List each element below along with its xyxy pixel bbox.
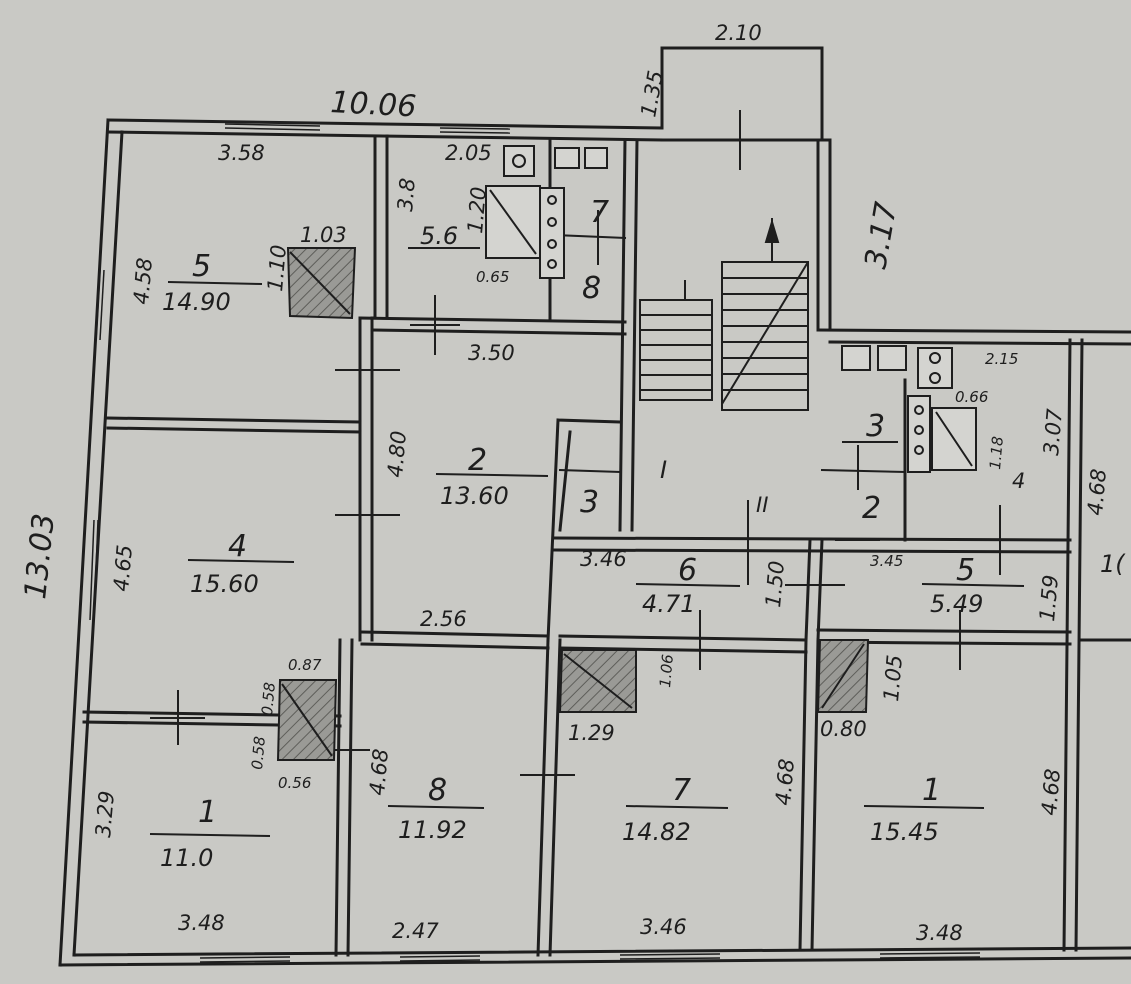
wc-number: 8 bbox=[582, 271, 601, 306]
chimney7-a: 1.29 bbox=[568, 721, 615, 745]
room5-number: 5 bbox=[192, 249, 211, 284]
room1-width: 3.48 bbox=[178, 911, 225, 935]
room6-area: 4.71 bbox=[642, 590, 695, 618]
room5r-number: 5 bbox=[956, 553, 975, 588]
chimney1-a: 0.80 bbox=[820, 717, 867, 741]
bath2-number: 2 bbox=[862, 491, 881, 526]
room5r-depth: 1.59 bbox=[1035, 574, 1063, 623]
room2-depth: 4.80 bbox=[383, 430, 411, 479]
room8-number: 8 bbox=[428, 773, 447, 808]
chimney-mid-d: 0.58 bbox=[248, 736, 269, 771]
room2-bottom-width: 2.56 bbox=[420, 607, 467, 631]
room1r-number: 1 bbox=[922, 773, 941, 808]
room1r-area: 15.45 bbox=[870, 818, 939, 846]
room5-area: 14.90 bbox=[162, 288, 231, 316]
door-marks bbox=[150, 110, 1001, 776]
overall-width: 10.06 bbox=[330, 85, 418, 124]
stair-label-1: I bbox=[660, 456, 667, 484]
wc4-b: 1.18 bbox=[986, 436, 1007, 471]
room1r-depth: 4.68 bbox=[1037, 768, 1065, 817]
bath-number: 7 bbox=[590, 195, 609, 230]
room2-width: 3.50 bbox=[468, 341, 515, 365]
edge-room: 1( bbox=[1100, 550, 1126, 578]
kitchen-unit-b: 0.65 bbox=[476, 268, 509, 286]
edge-dim: 4.68 bbox=[1083, 468, 1111, 517]
chimneys bbox=[276, 247, 870, 761]
staircase bbox=[639, 218, 809, 411]
kitchen3-width: 2.15 bbox=[985, 350, 1018, 368]
room7-width: 3.46 bbox=[640, 915, 687, 939]
room2-number: 2 bbox=[468, 443, 487, 478]
room8-area: 11.92 bbox=[398, 816, 467, 844]
room6-width: 3.46 bbox=[580, 547, 627, 571]
room4-number: 4 bbox=[228, 529, 247, 564]
room4-area: 15.60 bbox=[190, 570, 259, 598]
labels: 10.06 2.10 1.35 13.03 3.17 3.58 4.58 5 1… bbox=[18, 21, 1126, 945]
wc4-number: 4 bbox=[1012, 469, 1025, 493]
stair-dim: 3.17 bbox=[858, 200, 904, 272]
room4-depth: 4.65 bbox=[109, 544, 137, 593]
room5r-area: 5.49 bbox=[930, 590, 983, 618]
room1r-width: 3.48 bbox=[916, 921, 963, 945]
chimney-mid-c: 0.56 bbox=[278, 774, 311, 792]
chimney7-b: 1.06 bbox=[656, 654, 677, 689]
wc4-c: 3.07 bbox=[1039, 407, 1067, 456]
walls bbox=[58, 46, 1131, 967]
room7-number: 7 bbox=[672, 773, 691, 808]
room5-depth: 4.58 bbox=[129, 257, 157, 306]
fixtures bbox=[485, 145, 977, 473]
chimney-mid-b: 0.58 bbox=[258, 682, 279, 717]
balcony-width: 2.10 bbox=[715, 21, 762, 45]
room8-width: 2.47 bbox=[392, 919, 439, 943]
overall-height: 13.03 bbox=[18, 512, 62, 601]
kitchen3-number: 3 bbox=[866, 409, 885, 444]
kitchen-depth: 3.8 bbox=[393, 177, 420, 212]
room7-area: 14.82 bbox=[622, 818, 691, 846]
room5r-width: 3.45 bbox=[870, 552, 903, 570]
kitchen-width: 2.05 bbox=[445, 141, 492, 165]
chimney-mid-a: 0.87 bbox=[288, 656, 322, 674]
room1-area: 11.0 bbox=[160, 844, 213, 872]
room7-depth: 4.68 bbox=[771, 758, 799, 807]
room6-depth: 1.50 bbox=[761, 560, 789, 609]
kitchen-area: 5.6 bbox=[420, 222, 458, 250]
room2-area: 13.60 bbox=[440, 482, 509, 510]
closet-number: 3 bbox=[580, 485, 599, 520]
room6-number: 6 bbox=[678, 553, 697, 588]
windows bbox=[89, 123, 981, 963]
wc4-a: 0.66 bbox=[955, 388, 988, 406]
room5-width: 3.58 bbox=[218, 141, 265, 165]
room8-depth: 4.68 bbox=[365, 748, 393, 797]
room1-number: 1 bbox=[198, 795, 217, 830]
chimney-left-h: 1.10 bbox=[263, 244, 291, 293]
kitchen-unit-a: 1.20 bbox=[463, 186, 491, 235]
chimney-left-w: 1.03 bbox=[300, 223, 347, 247]
room1-depth: 3.29 bbox=[91, 790, 119, 839]
chimney1-b: 1.05 bbox=[879, 654, 907, 703]
stair-label-2: II bbox=[756, 493, 768, 517]
